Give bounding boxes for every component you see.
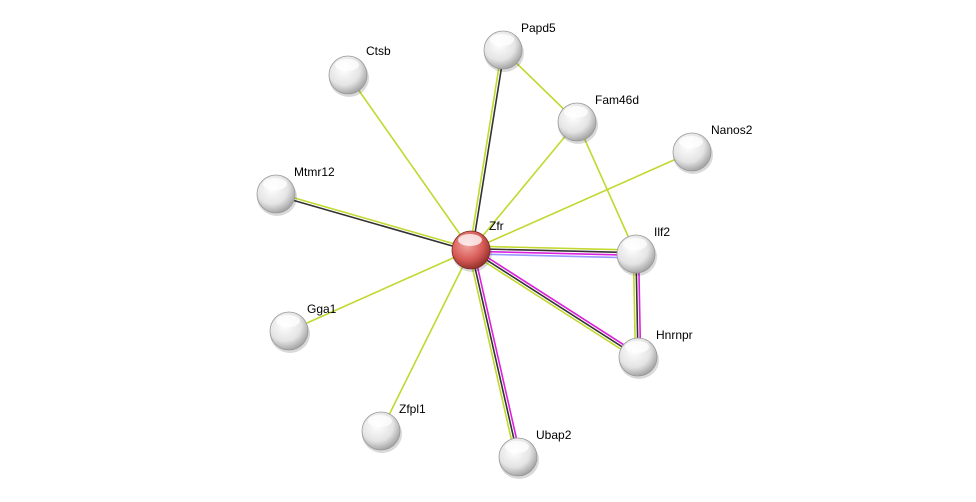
edge-zfr-nanos2[interactable] (470, 151, 693, 251)
edge-line-textmining (471, 245, 637, 251)
node-label: Mtmr12 (294, 165, 335, 179)
node-label: Papd5 (521, 21, 556, 35)
node-highlight (564, 106, 588, 118)
node-label: Ctsb (366, 44, 391, 58)
edge-line-textmining (380, 249, 472, 432)
node-ubap2[interactable]: Ubap2 (498, 428, 572, 479)
node-highlight (625, 341, 649, 353)
node-highlight (276, 315, 300, 327)
node-highlight (263, 178, 287, 190)
node-label: Nanos2 (711, 123, 753, 137)
node-label: Zfpl1 (399, 402, 426, 416)
edge-line-experiments (472, 249, 522, 457)
edge-line-textmining (276, 191, 472, 250)
edge-line-experiments (471, 247, 640, 356)
edge-line-textmining (470, 151, 693, 251)
edge-line-textmining (467, 250, 517, 458)
node-mtmr12[interactable]: Mtmr12 (256, 165, 335, 216)
edge-line-textmining (468, 49, 503, 250)
node-highlight (505, 441, 529, 453)
edge-line-coexpression (471, 50, 506, 251)
edge-line-experiments (470, 250, 636, 257)
edge-zfr-hnrnpr[interactable] (469, 247, 640, 360)
node-label: Ubap2 (536, 428, 572, 442)
edge-zfr-fam46d[interactable] (470, 121, 578, 251)
node-label: Fam46d (595, 93, 639, 107)
node-zfpl1[interactable]: Zfpl1 (361, 402, 426, 453)
edge-line-textmining (347, 74, 472, 251)
node-highlight (458, 234, 482, 246)
edge-line-coexpression (470, 249, 519, 458)
edge-line-textmining (288, 249, 472, 332)
node-nanos2[interactable]: Nanos2 (672, 123, 753, 174)
edge-line-textmining (576, 121, 637, 255)
node-label: Hnrnpr (656, 328, 693, 342)
edge-zfr-gga1[interactable] (288, 249, 472, 332)
edge-line-homology (470, 253, 636, 259)
edge-zfr-ilf2[interactable] (470, 245, 637, 259)
node-highlight (368, 415, 392, 427)
edge-line-coexpression (470, 249, 639, 358)
edge-line-textmining (469, 251, 638, 360)
node-highlight (679, 136, 703, 148)
node-zfr[interactable]: Zfr (451, 219, 504, 272)
edge-line-textmining (470, 121, 578, 251)
edge-line-coexpression (275, 194, 471, 253)
node-gga1[interactable]: Gga1 (269, 302, 337, 353)
node-label: Gga1 (307, 302, 337, 316)
edge-zfr-ubap2[interactable] (467, 249, 522, 458)
node-label: Ilf2 (654, 225, 670, 239)
node-ctsb[interactable]: Ctsb (328, 44, 391, 97)
node-ilf2[interactable]: Ilf2 (616, 225, 670, 276)
edge-fam46d-ilf2[interactable] (576, 121, 637, 255)
edge-zfr-papd5[interactable] (468, 49, 506, 251)
node-label: Zfr (489, 219, 504, 233)
edge-zfr-ctsb[interactable] (347, 74, 472, 251)
node-highlight (490, 34, 514, 46)
edge-zfr-mtmr12[interactable] (275, 191, 472, 253)
edge-line-coexpression (471, 247, 637, 254)
edge-zfr-zfpl1[interactable] (380, 249, 472, 432)
node-highlight (335, 59, 359, 71)
node-hnrnpr[interactable]: Hnrnpr (618, 328, 693, 379)
node-papd5[interactable]: Papd5 (483, 21, 556, 72)
node-fam46d[interactable]: Fam46d (557, 93, 639, 144)
node-highlight (623, 238, 647, 250)
